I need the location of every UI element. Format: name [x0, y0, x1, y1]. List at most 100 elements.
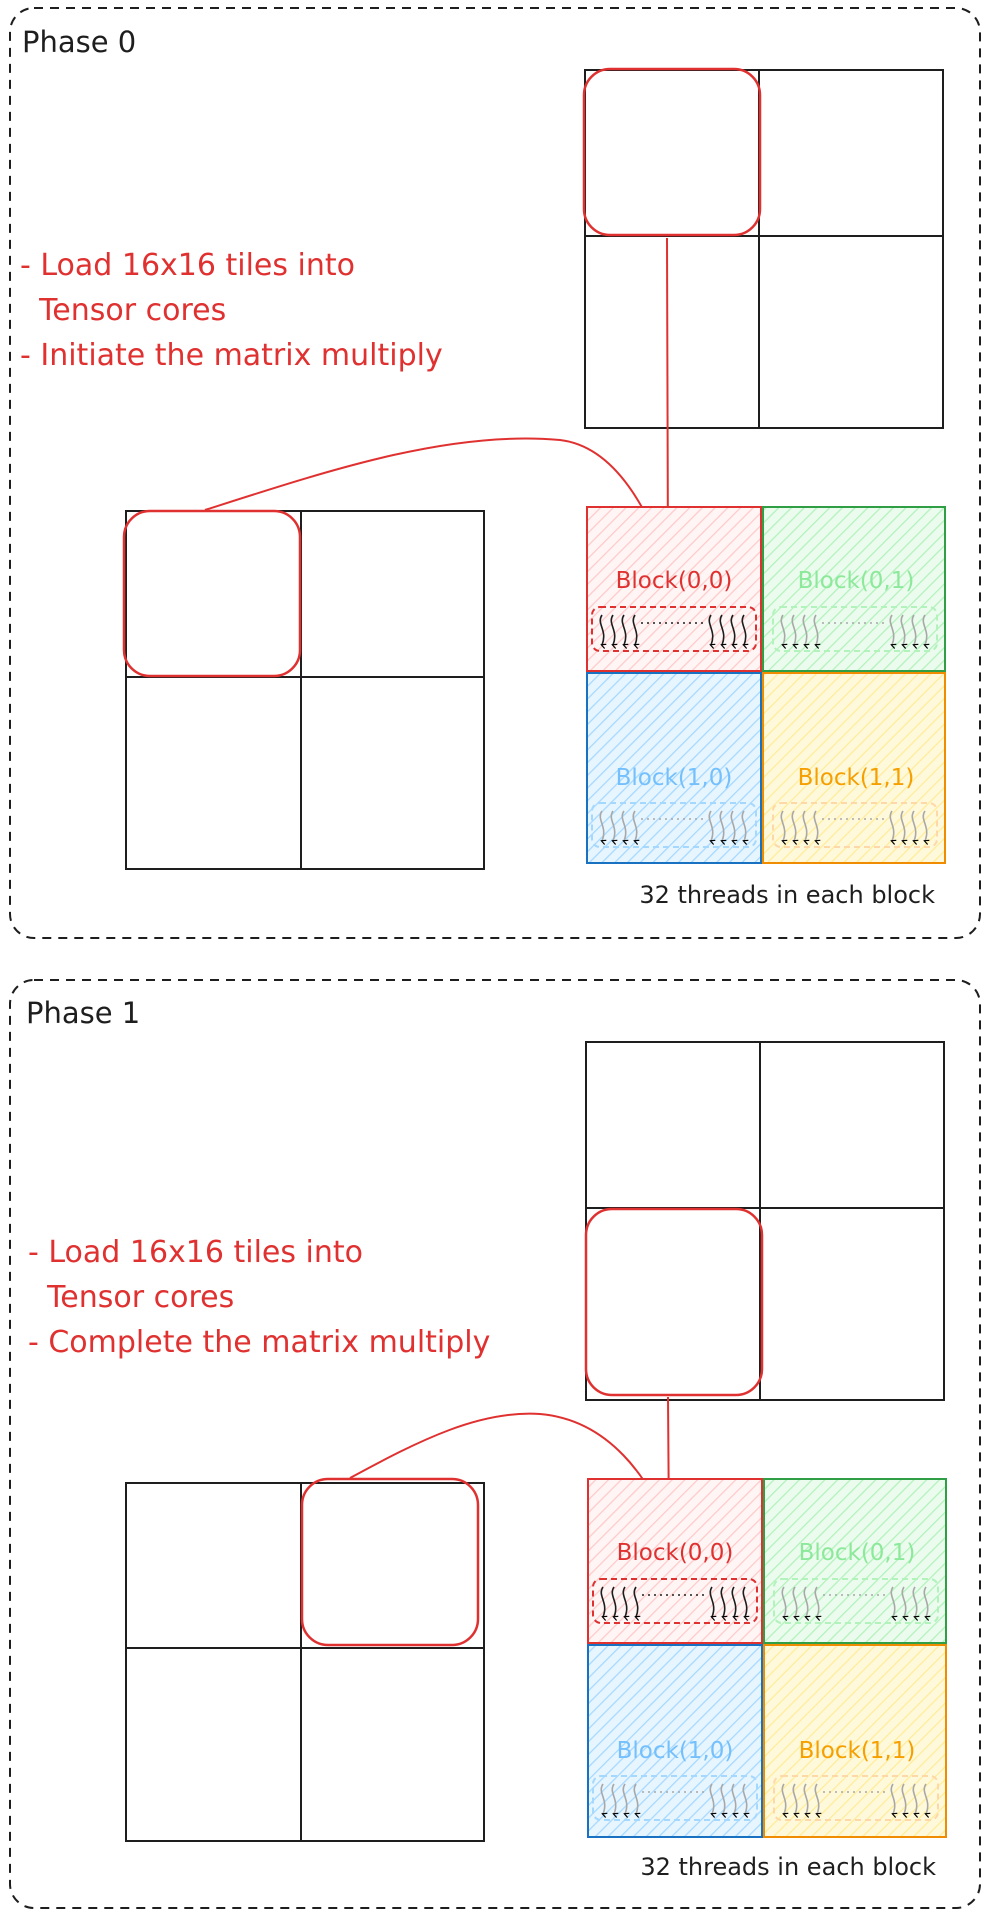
thread-icon: [611, 1586, 615, 1617]
block-grid: Block(0,0) Block(0,1) Block(1,0) Block(1…: [587, 1478, 947, 1838]
thread-icon: [889, 614, 893, 645]
thread-icon: [633, 1783, 637, 1814]
thread-group: [772, 606, 938, 652]
block-caption: 32 threads in each block: [640, 1853, 936, 1881]
thread-icon: [719, 810, 723, 841]
thread-icon: [720, 1783, 724, 1814]
thread-icon: [633, 1586, 637, 1617]
thread-icon: [900, 614, 904, 645]
matrix-a: [125, 510, 485, 870]
thread-icon: [803, 1783, 807, 1814]
thread-icon: [742, 1783, 746, 1814]
thread-icon: [708, 614, 712, 645]
phase-notes: - Load 16x16 tiles into Tensor cores - C…: [28, 1235, 490, 1360]
block-11-cell: [762, 672, 946, 864]
thread-group: [591, 802, 757, 848]
thread-group-frame: [773, 1578, 939, 1624]
block-00-label: Block(0,0): [616, 568, 733, 594]
thread-group-frame: [591, 802, 757, 848]
thread-icon: [890, 1586, 894, 1617]
thread-group: [592, 1775, 758, 1821]
note-line: - Load 16x16 tiles into: [20, 248, 355, 283]
thread-icon: [632, 614, 636, 645]
selected-tile-b: [582, 67, 762, 237]
thread-group-frame: [591, 606, 757, 652]
thread-icon: [792, 1586, 796, 1617]
block-10-cell: [586, 672, 762, 864]
thread-icon: [720, 1586, 724, 1617]
thread-icon: [802, 810, 806, 841]
thread-icon: [781, 1783, 785, 1814]
thread-icon: [611, 1783, 615, 1814]
phase-0-panel: Phase 0 - Load 16x16 tiles into Tensor c…: [9, 7, 981, 939]
thread-icon: [600, 1783, 604, 1814]
arrow-from-a-tile: [204, 437, 670, 564]
thread-icon: [911, 810, 915, 841]
thread-group-frame: [592, 1578, 758, 1624]
block-10-label: Block(1,0): [616, 765, 733, 791]
block-01-label: Block(0,1): [799, 1540, 916, 1566]
thread-icon: [599, 810, 603, 841]
thread-group: [772, 802, 938, 848]
thread-group-frame: [773, 1775, 939, 1821]
matrix-b: [585, 1041, 945, 1401]
thread-icon: [814, 1586, 818, 1617]
note-line: - Load 16x16 tiles into: [28, 1235, 363, 1270]
thread-icon: [781, 1586, 785, 1617]
thread-icon: [802, 614, 806, 645]
thread-icon: [814, 1783, 818, 1814]
thread-icon: [621, 810, 625, 841]
thread-icon: [600, 1586, 604, 1617]
note-line: - Complete the matrix multiply: [28, 1325, 490, 1360]
thread-icon: [708, 810, 712, 841]
thread-group-frame: [772, 606, 938, 652]
thread-icon: [599, 614, 603, 645]
selected-tile-b: [584, 1207, 764, 1397]
thread-icon: [780, 614, 784, 645]
block-10-label: Block(1,0): [617, 1738, 734, 1764]
thread-icon: [709, 1586, 713, 1617]
thread-icon: [922, 614, 926, 645]
matrix-b: [584, 69, 944, 429]
thread-group: [591, 606, 757, 652]
phase-panel-border: [9, 7, 981, 939]
block-10-cell: [587, 1644, 763, 1838]
thread-icon: [610, 810, 614, 841]
thread-icon: [923, 1783, 927, 1814]
thread-icon: [890, 1783, 894, 1814]
thread-group-frame: [772, 802, 938, 848]
thread-icon: [901, 1586, 905, 1617]
thread-icon: [911, 614, 915, 645]
thread-icon: [610, 614, 614, 645]
thread-icon: [622, 1783, 626, 1814]
thread-icon: [731, 1783, 735, 1814]
thread-icon: [709, 1783, 713, 1814]
matrix-a: [125, 1482, 485, 1842]
thread-icon: [719, 614, 723, 645]
thread-icon: [889, 810, 893, 841]
thread-icon: [900, 810, 904, 841]
selected-tile-a: [300, 1477, 480, 1647]
block-00-label: Block(0,0): [617, 1540, 734, 1566]
phase-notes: - Load 16x16 tiles into Tensor cores - I…: [20, 248, 443, 373]
block-00-cell: [587, 1478, 763, 1644]
block-11-cell: [763, 1644, 947, 1838]
thread-icon: [742, 1586, 746, 1617]
thread-icon: [791, 614, 795, 645]
thread-icon: [792, 1783, 796, 1814]
thread-icon: [621, 614, 625, 645]
phase-title: Phase 1: [26, 996, 140, 1030]
note-line: Tensor cores: [28, 1280, 234, 1315]
thread-icon: [780, 810, 784, 841]
selected-tile-a: [122, 509, 302, 678]
thread-icon: [730, 810, 734, 841]
note-line: - Initiate the matrix multiply: [20, 338, 443, 373]
thread-icon: [803, 1586, 807, 1617]
thread-icon: [813, 614, 817, 645]
block-grid: Block(0,0) Block(0,1) Block(1,0) Block(1…: [586, 506, 946, 864]
block-00-cell: [586, 506, 762, 672]
thread-group: [773, 1578, 939, 1624]
block-11-label: Block(1,1): [799, 1738, 916, 1764]
thread-icon: [622, 1586, 626, 1617]
